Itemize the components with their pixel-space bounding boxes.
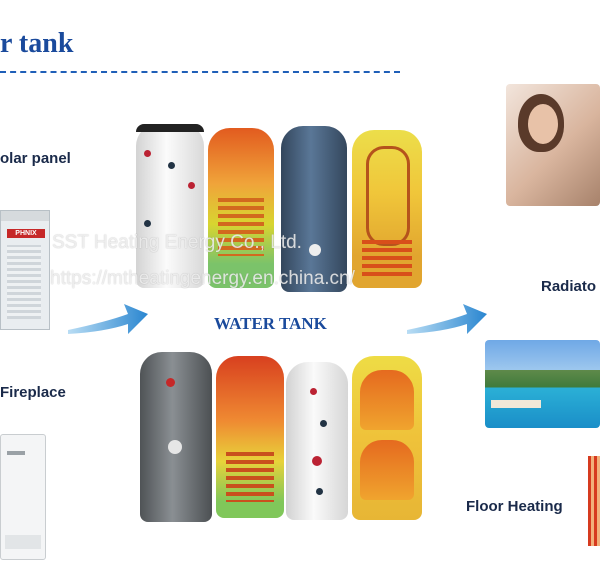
fireplace-label: Fireplace (0, 384, 66, 401)
lower-tank-section (360, 440, 414, 500)
tank-port (312, 456, 322, 466)
double-coil-tank-cutaway (352, 356, 422, 520)
page-title: r tank (0, 28, 74, 59)
heat-pump-unit: PHNIX (0, 210, 50, 330)
heating-coil (226, 452, 274, 502)
radiator-label: Radiato (541, 278, 597, 295)
heating-coil (362, 240, 412, 278)
tank-port (188, 182, 195, 189)
shower-photo (506, 84, 600, 206)
tank-port (144, 150, 151, 157)
inner-tank (366, 146, 410, 246)
water-tank-label: WATER TANK (214, 314, 327, 333)
heat-pump-grille (7, 245, 41, 319)
watermark-url: https://mtheatingenergy.en.china.cn/ (50, 268, 355, 289)
pool-deck (491, 400, 541, 408)
arrow-right-icon (68, 304, 148, 334)
watermark-company: SST Heating Energy Co., Ltd. (52, 232, 302, 253)
tank-lid (136, 124, 204, 132)
tank-gauge (309, 244, 321, 256)
coil-tank-cutaway (208, 128, 274, 288)
floor-heating-photo (588, 456, 600, 546)
arrow-right-icon (407, 304, 487, 334)
tank-port (320, 420, 327, 427)
boiler-panel (5, 535, 41, 549)
solar-panel-label: olar panel (0, 150, 71, 167)
tank-gauge (168, 440, 182, 454)
blue-water-tank (281, 126, 347, 292)
coil-tank-cutaway (216, 356, 284, 518)
white-water-tank (286, 362, 348, 520)
heat-pump-top (1, 211, 49, 221)
grey-water-tank (140, 352, 212, 522)
tank-port (166, 378, 175, 387)
upper-tank-section (360, 370, 414, 430)
pool-photo (485, 340, 600, 428)
tank-port (168, 162, 175, 169)
boiler-badge (7, 451, 25, 455)
heat-pump-brand: PHNIX (7, 229, 45, 238)
tank-port (316, 488, 323, 495)
title-divider (0, 71, 400, 73)
boiler-unit (0, 434, 46, 560)
floor-heating-label: Floor Heating (466, 498, 563, 515)
heating-coil (218, 198, 264, 256)
white-water-tank (136, 124, 204, 288)
face (528, 104, 558, 144)
tank-port (144, 220, 151, 227)
tank-port (310, 388, 317, 395)
double-coil-tank-cutaway (352, 130, 422, 288)
